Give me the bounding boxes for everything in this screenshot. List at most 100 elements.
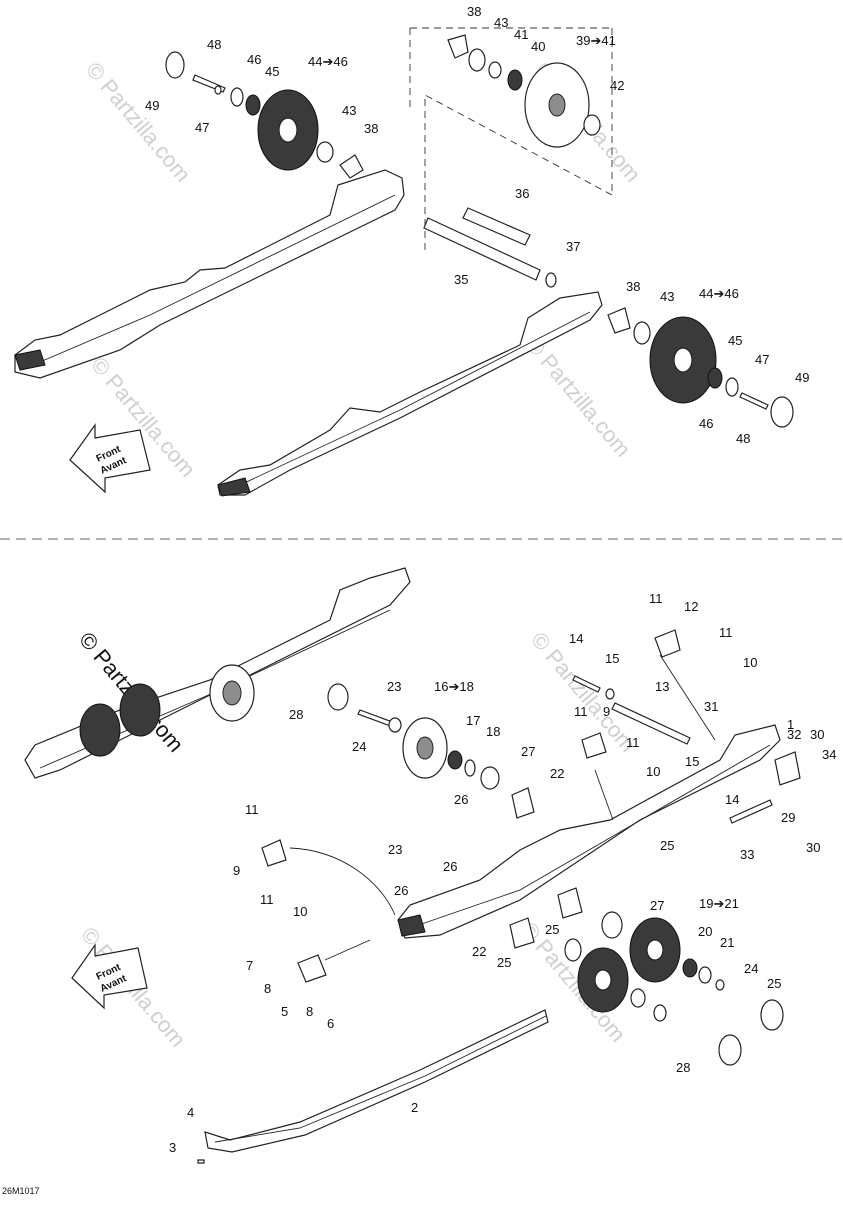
washer-24-upper — [388, 717, 402, 733]
callouts-bottom: 11 12 11 10 14 15 13 31 1 32 30 34 23 16… — [169, 591, 836, 1155]
callout: 43 — [494, 15, 508, 30]
callout: 8 — [264, 981, 271, 996]
callout: 47 — [195, 120, 209, 135]
callout: 3 — [169, 1140, 176, 1155]
callout: 45 — [265, 64, 279, 79]
callout: 33 — [740, 847, 754, 862]
leader-arrow-5 — [324, 939, 371, 961]
block-5 — [297, 954, 327, 983]
callout: 26 — [394, 883, 408, 898]
shaft-13 — [611, 702, 691, 745]
top-assembly: Front Avant 38 43 41 40 39➔41 48 46 45 4… — [14, 4, 809, 497]
callout: 38 — [364, 121, 378, 136]
callout: 47 — [755, 352, 769, 367]
callout: 32 — [787, 727, 801, 742]
wheel-19-front-hub — [594, 969, 612, 991]
bracket-32 — [774, 751, 801, 786]
wheel-44-right-hub — [673, 347, 693, 373]
callouts-top: 38 43 41 40 39➔41 48 46 45 44➔46 49 47 4… — [145, 4, 809, 446]
block-12 — [654, 629, 681, 658]
callout: 35 — [454, 272, 468, 287]
callout: 49 — [145, 98, 159, 113]
callout: 48 — [736, 431, 750, 446]
callout: 36 — [515, 186, 529, 201]
wheel-16-hub — [416, 736, 434, 760]
callout: 10 — [646, 764, 660, 779]
spacer-25 — [564, 938, 582, 962]
left-slide-rail — [14, 169, 405, 379]
spacer-43-right — [633, 321, 651, 345]
callout: 5 — [281, 1004, 288, 1019]
cap-28-lower-b — [718, 1034, 742, 1066]
callout: 10 — [293, 904, 307, 919]
leader-arrow-9 — [594, 769, 614, 821]
callout: 6 — [327, 1016, 334, 1031]
drawing-code: 26M1017 — [2, 1186, 40, 1196]
callout: 40 — [531, 39, 545, 54]
callout: 12 — [684, 599, 698, 614]
callout: 11 — [574, 704, 588, 719]
callout: 22 — [550, 766, 564, 781]
callout: 23 — [387, 679, 401, 694]
callout: 46 — [247, 52, 261, 67]
bearing-45-right — [707, 367, 723, 389]
guide-box — [409, 27, 613, 255]
wear-strip-2 — [204, 1009, 549, 1153]
bearing-17 — [447, 750, 463, 770]
ring-lower-a — [630, 988, 646, 1008]
callout: 25 — [545, 922, 559, 937]
callout: 24 — [744, 961, 758, 976]
callout: 8 — [306, 1004, 313, 1019]
leader-arrow-13 — [659, 654, 716, 741]
shaft-35 — [423, 217, 541, 281]
callout: 27 — [650, 898, 664, 913]
cone-38-left — [339, 154, 364, 179]
callout: 13 — [655, 679, 669, 694]
block-9-lower — [261, 839, 287, 867]
slide-rail-tip — [397, 914, 426, 937]
callout: 26 — [454, 792, 468, 807]
callout: 37 — [566, 239, 580, 254]
front-arrow-top: Front Avant — [69, 423, 151, 494]
callout: 39➔41 — [576, 33, 616, 48]
washer-37 — [545, 272, 557, 288]
callout: 11 — [649, 591, 663, 606]
ring-18 — [464, 759, 476, 777]
slide-rail-1-inner — [409, 744, 771, 929]
callout: 17 — [466, 713, 480, 728]
right-slide-rail — [217, 291, 603, 496]
callout: 30 — [806, 840, 820, 855]
wheel-44-left-hub — [278, 117, 298, 143]
right-rail-tip — [217, 477, 251, 497]
callout: 48 — [207, 37, 221, 52]
callout: 25 — [660, 838, 674, 853]
bolt-33 — [729, 799, 773, 824]
spacer-27-lower — [601, 911, 623, 939]
callout: 31 — [704, 699, 718, 714]
callout: 24 — [352, 739, 366, 754]
cap-49-right — [770, 396, 794, 428]
callout: 41 — [514, 27, 528, 42]
left-rail-tip — [14, 349, 46, 371]
spacer-27-upper — [480, 766, 500, 790]
bearing-45-left — [245, 94, 261, 116]
callout: 46 — [699, 416, 713, 431]
spacer-43-left — [316, 141, 334, 163]
ring-46-right — [725, 377, 739, 397]
spacer-43-top — [468, 48, 486, 72]
callout: 16➔18 — [434, 679, 474, 694]
callout: 25 — [497, 955, 511, 970]
callout: 11 — [245, 802, 259, 817]
ring-46-left — [230, 87, 244, 107]
watermark-4: © Partzilla.com — [521, 332, 635, 462]
block-22-lower — [509, 917, 535, 949]
callout: 7 — [246, 958, 253, 973]
right-rail-inner — [239, 311, 591, 486]
callout: 42 — [610, 78, 624, 93]
callout: 19➔21 — [699, 896, 739, 911]
bottom-assembly: Front Avant 11 12 11 10 14 15 13 31 1 32… — [24, 567, 836, 1164]
cap-49-left — [165, 51, 185, 79]
callout: 25 — [767, 976, 781, 991]
